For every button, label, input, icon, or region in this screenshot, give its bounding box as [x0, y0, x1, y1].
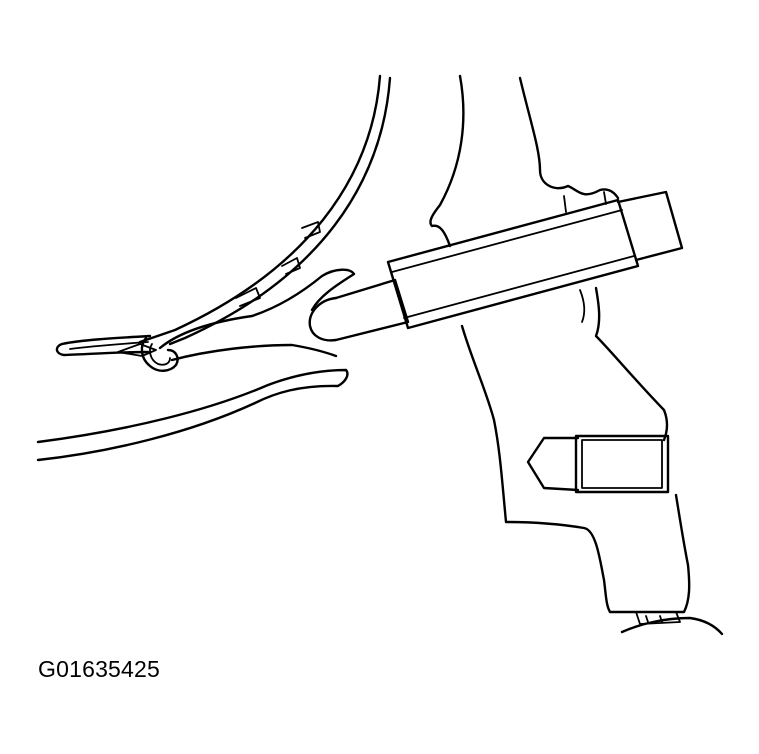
housing-ledge-upper	[301, 221, 321, 239]
case-rib	[579, 289, 586, 323]
fork-pivot-inner	[149, 343, 171, 366]
bolt-tip	[526, 436, 580, 492]
case-boss-left	[563, 191, 607, 213]
mounting-flange	[620, 611, 724, 636]
case-bolt	[526, 434, 670, 494]
bolt-head-inner	[581, 439, 663, 489]
housing-arc	[138, 74, 392, 346]
housing-lower-arc	[36, 368, 349, 462]
fork-upper-arm	[158, 268, 356, 350]
housing-lip	[55, 334, 152, 357]
fork-pivot-outer	[140, 336, 179, 372]
case-outline-left	[429, 74, 465, 248]
housing-ledge-lower	[235, 287, 261, 307]
case-outline-right	[594, 286, 669, 442]
fork-pivot-spring	[117, 343, 157, 357]
release-fork	[117, 268, 356, 372]
cylinder-body-inner	[391, 209, 635, 319]
lip-outline	[55, 334, 152, 357]
figure-id-label: G01635425	[38, 656, 161, 682]
lip-inner	[69, 341, 149, 350]
flange-bolt	[635, 611, 681, 625]
fork-cup	[308, 296, 338, 342]
case-outline-body	[460, 324, 691, 614]
cylinder-body	[386, 198, 640, 330]
push-rod	[334, 278, 410, 342]
transmission-case	[429, 74, 691, 614]
bolt-head	[574, 434, 670, 494]
fork-lower-arm	[170, 343, 338, 362]
flange-outline	[620, 616, 724, 636]
case-outline-top	[518, 76, 620, 200]
slave-cylinder	[334, 190, 684, 342]
housing-outer-arc	[138, 74, 382, 344]
housing-inner-arc	[168, 76, 392, 346]
lower-arc-outer	[36, 368, 349, 462]
housing-ledge-mid	[281, 257, 301, 275]
cylinder-end-cap	[616, 190, 684, 262]
